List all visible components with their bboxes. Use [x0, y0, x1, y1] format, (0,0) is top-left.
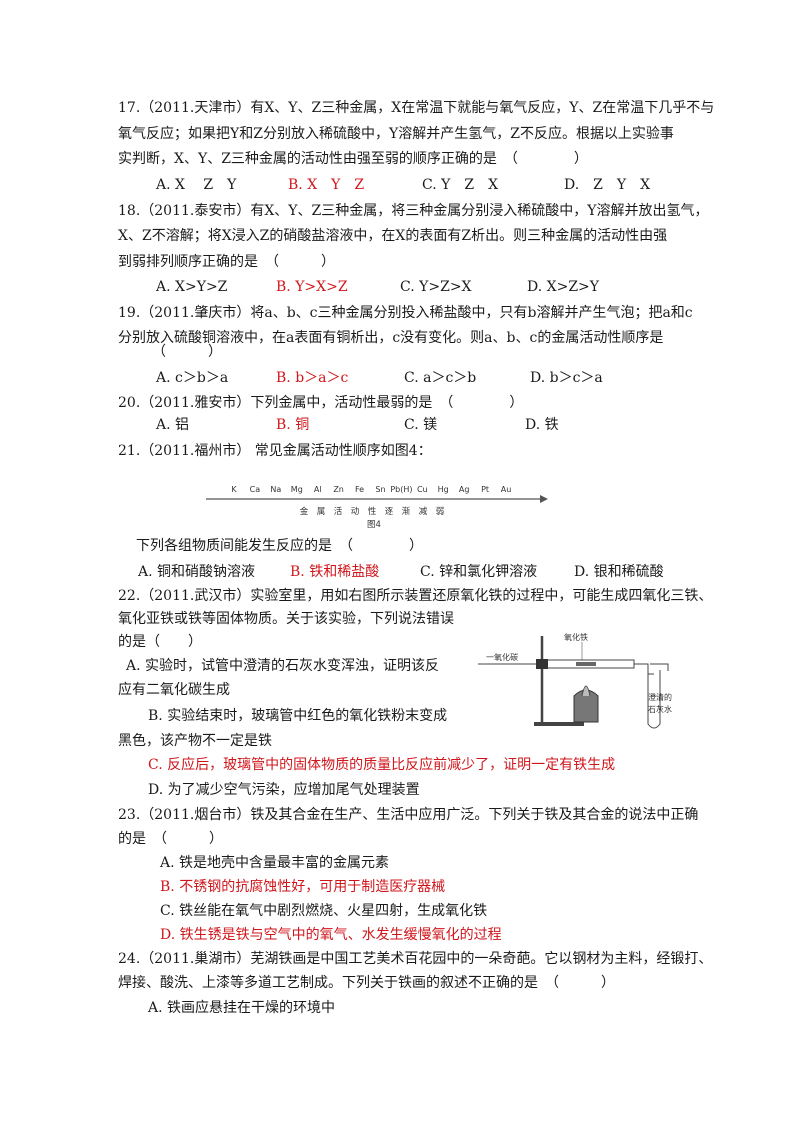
metal-label: Ca — [250, 485, 261, 494]
q21-option-d: D. 银和稀硫酸 — [574, 564, 664, 580]
q23-line-1: 23.（2011.烟台市）铁及其合金在生产、生活中应用广泛。下列关于铁及其合金的… — [118, 807, 699, 823]
q18-option-c: C. Y>Z>X — [400, 279, 472, 295]
q19-option-b: B. b＞a＞c — [276, 370, 349, 386]
q17-option-d: D. Z Y X — [564, 177, 651, 193]
metal-label: Na — [270, 485, 281, 494]
q21-option-c: C. 锌和氯化钾溶液 — [420, 564, 538, 580]
q23-option-d: D. 铁生锈是铁与空气中的氧气、水发生缓慢氧化的过程 — [160, 927, 502, 943]
q17-option-c: C. Y Z X — [422, 177, 499, 193]
q23-option-c: C. 铁丝能在氧气中剧烈燃烧、火星四射，生成氧化铁 — [160, 903, 488, 919]
activity-arrow-label: 金 属 活 动 性 逐 渐 减 弱 — [300, 506, 445, 517]
q19-option-c: C. a＞c＞b — [404, 370, 477, 386]
limewater-label-1: 澄清的 — [648, 692, 672, 702]
metal-label: Hg — [438, 485, 449, 494]
metal-series: K Ca Na Mg Al Zn Fe Sn Pb(H) Cu Hg Ag Pt Au — [231, 485, 511, 494]
figure-4-label: 图4 — [367, 520, 381, 530]
q18-line-2: X、Z不溶解；将X浸入Z的硝酸盐溶液中，在X的表面有Z析出。则三种金属的活动性由… — [118, 228, 668, 244]
q22-option-a-line-1: A. 实验时，试管中澄清的石灰水变浑浊，证明该反 — [126, 658, 440, 674]
metal-label: Sn — [375, 485, 385, 494]
q23-line-2: 的是 （ ） — [118, 831, 223, 847]
q21-line-1: 21.（2011.福州市） 常见金属活动性顺序如图4： — [118, 443, 432, 459]
q18-line-1: 18.（2011.泰安市）有X、Y、Z三种金属，将三种金属分别浸入稀硫酸中，Y溶… — [118, 203, 709, 219]
stand-base — [534, 722, 584, 726]
q19-line-2: 分别放入硫酸铜溶液中，在a表面有铜析出，c没有变化。则a、b、c的金属活动性顺序… — [118, 330, 664, 346]
metal-label: Pb(H) — [390, 485, 412, 494]
q17-option-a: A. X Z Y — [156, 177, 237, 193]
q23-option-b: B. 不锈钢的抗腐蚀性好，可用于制造医疗器械 — [160, 879, 446, 895]
fe2o3-label: 氧化铁 — [564, 632, 588, 642]
q18-option-b: B. Y>X>Z — [276, 279, 348, 295]
q22-option-d: D. 为了减少空气污染，应增加尾气处理装置 — [148, 782, 420, 798]
q19-option-a: A. c＞b＞a — [156, 370, 229, 386]
co-label: 一氧化碳 — [486, 652, 518, 662]
metal-label: K — [231, 485, 237, 494]
clamp — [536, 659, 548, 669]
q20-option-a: A. 铝 — [156, 417, 190, 433]
q21-option-b: B. 铁和稀盐酸 — [290, 564, 380, 580]
arrow-head-icon — [540, 495, 548, 503]
q21-option-a: A. 铜和硝酸钠溶液 — [138, 564, 256, 580]
q19-line-3: （ ） — [152, 344, 222, 360]
limewater-label-2: 石灰水 — [648, 704, 672, 714]
metal-label: Mg — [291, 485, 303, 494]
q22-line-3: 的是（ ） — [118, 634, 202, 650]
q21-line-2: 下列各组物质间能发生反应的是 （ ） — [136, 538, 423, 554]
q22-option-b-line-1: B. 实验结束时，玻璃管中红色的氧化铁粉末变成 — [148, 708, 448, 724]
q22-option-c: C. 反应后，玻璃管中的固体物质的质量比反应前减少了，证明一定有铁生成 — [148, 757, 616, 773]
q22-line-1: 22.（2011.武汉市）实验室里，用如右图所示装置还原氧化铁的过程中，可能生成… — [118, 588, 713, 604]
q24-line-2: 焊接、酸洗、上漆等多道工艺制成。下列关于铁画的叙述不正确的是 （ ） — [118, 975, 615, 991]
q20-option-b: B. 铜 — [276, 417, 310, 433]
q17-line-3: 实判断，X、Y、Z三种金属的活动性由强至弱的顺序正确的是 （ ） — [118, 151, 588, 167]
q17-line-1: 17.（2011.天津市）有X、Y、Z三种金属，X在常温下就能与氧气反应，Y、Z… — [118, 100, 715, 116]
q18-option-a: A. X>Y>Z — [156, 279, 228, 295]
q22-option-b-line-2: 黑色，该产物不一定是铁 — [118, 733, 272, 749]
iron-oxide-reduction-apparatus: 一氧化碳 氧化铁 澄清的 石灰水 — [478, 632, 672, 729]
metal-label: Cu — [417, 485, 428, 494]
metal-label: Ag — [459, 485, 470, 494]
outlet-tube-2 — [650, 663, 669, 671]
q17-line-2: 氧气反应；如果把Y和Z分别放入稀硫酸中，Y溶解并产生氢气，Z不反应。根据以上实验… — [118, 126, 674, 142]
q18-line-3: 到弱排列顺序正确的是 （ ） — [118, 254, 335, 270]
metal-activity-figure: K Ca Na Mg Al Zn Fe Sn Pb(H) Cu Hg Ag Pt Au 金 属 活 动 性… — [206, 485, 548, 530]
metal-label: Zn — [333, 485, 344, 494]
metal-label: Fe — [355, 485, 364, 494]
q20-line-1: 20.（2011.雅安市）下列金属中，活动性最弱的是 （ ） — [118, 395, 524, 411]
iron-oxide-sample — [576, 662, 596, 666]
q19-option-d: D. b＞c＞a — [530, 370, 603, 386]
q24-option-a: A. 铁画应悬挂在干燥的环境中 — [148, 1000, 336, 1016]
q22-option-a-line-2: 应有二氧化碳生成 — [118, 682, 230, 698]
q17-option-b: B. X Y Z — [288, 177, 365, 193]
q22-line-2: 氧化亚铁或铁等固体物质。关于该实验，下列说法错误 — [118, 611, 454, 627]
q19-line-1: 19.（2011.肇庆市）将a、b、c三种金属分别投入稀盐酸中，只有b溶解并产生… — [118, 305, 693, 321]
metal-label: Au — [501, 485, 512, 494]
metal-label: Al — [314, 485, 322, 494]
q20-option-d: D. 铁 — [525, 417, 559, 433]
metal-label: Pt — [481, 485, 489, 494]
flame-icon — [581, 685, 591, 697]
q20-option-c: C. 镁 — [404, 417, 438, 433]
q23-option-a: A. 铁是地壳中含量最丰富的金属元素 — [160, 855, 390, 871]
outlet-tube — [634, 663, 654, 675]
test-tube — [647, 670, 661, 729]
q18-option-d: D. X>Z>Y — [527, 279, 600, 295]
q24-line-1: 24.（2011.巢湖市）芜湖铁画是中国工艺美术百花园中的一朵奇葩。它以钢材为主… — [118, 951, 713, 967]
